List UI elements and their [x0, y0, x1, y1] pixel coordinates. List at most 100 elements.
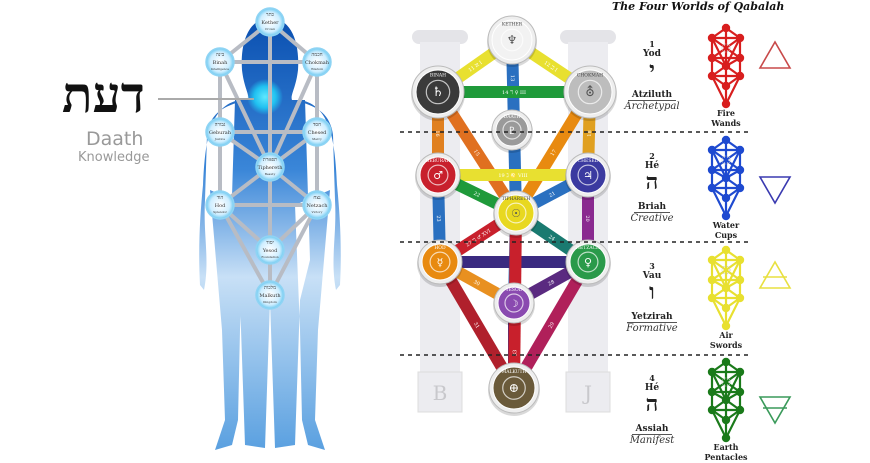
sephirah-hebrew: נצח [313, 195, 321, 201]
path-label: 33 [512, 350, 518, 356]
sephirah-name: Tiphereth [258, 165, 284, 171]
world-name: Atziluth [627, 90, 677, 102]
world-atziluth: 1 Yod י Atziluth Archetypal [622, 39, 682, 112]
node-name: BINAH [430, 72, 446, 78]
daath-meaning: Knowledge [78, 150, 150, 165]
mini-tree-of-life-icon [707, 357, 745, 443]
planet-symbol-icon: ⊕ [509, 380, 519, 395]
planet-symbol-icon: ⛢ [585, 85, 595, 100]
sephirah-name: Binah [213, 60, 228, 66]
planet-symbol-icon: ♆ [507, 33, 518, 47]
planet-symbol-icon: ☉ [511, 207, 521, 220]
planet-symbol-icon: ☽ [510, 299, 519, 310]
node-name: CHOKMAH [577, 72, 603, 78]
element-name: Water [712, 220, 740, 230]
sephirah-meaning: Wisdom [311, 67, 323, 71]
sephirah-hebrew: גבורה [215, 122, 226, 128]
element-name: Earth [713, 442, 739, 452]
body-path-line [218, 61, 272, 168]
tree-node-malkuth: MALKUTH ⊕ [488, 362, 540, 416]
tree-node-yesod: YESOD ☽ [493, 282, 535, 326]
path-label: 16 [434, 130, 440, 136]
path-label: 30 [472, 279, 480, 287]
path-label: 19 ℷ ♌ VIII [498, 172, 527, 179]
node-name: NETZACH [576, 245, 600, 251]
path-label: 17 [550, 149, 558, 158]
sephirah-name: Kether [261, 20, 279, 26]
sephirah-name: Netzach [307, 203, 329, 209]
world-description: Formative [626, 323, 678, 335]
path-label: 15 [472, 149, 480, 158]
world-dividers [400, 131, 750, 356]
world-hebrew-letter: ה [645, 169, 659, 195]
node-name: YESOD [505, 287, 523, 293]
world-hebrew-letter: ה [645, 391, 659, 417]
sephirah-hebrew: הוד [217, 195, 224, 201]
tree-node-geburah: GEBURAH ♂ [415, 152, 461, 200]
world-assiah: 4 Hé ה Assiah Manifest [622, 373, 682, 446]
path-label: 20 [584, 215, 590, 221]
body-path-line [268, 204, 319, 296]
path-label: 22 [472, 191, 480, 199]
path-label: 13 [509, 75, 515, 82]
element-name: Fire [716, 108, 736, 118]
tree-node-netzach: NETZACH ♀ [565, 239, 611, 287]
tarot-suit: Swords [709, 340, 743, 351]
path-label: 31 [472, 321, 480, 330]
world-description: Creative [630, 213, 674, 225]
sephirah-hebrew: כתר [266, 12, 275, 18]
element-water-triangle-icon [758, 176, 792, 205]
planet-symbol-icon: ♀ [584, 256, 592, 269]
path-label: 14 ℸ ♀ III [502, 90, 526, 96]
sephirah-name: Hod [215, 203, 226, 209]
daath-hebrew: דעת [62, 65, 145, 124]
world-name: Briah [633, 202, 671, 214]
mini-tree-of-life-icon [707, 23, 745, 109]
world-letter: Hé [644, 161, 660, 171]
tree-node-tiphareth: TIPHARETH☉ [493, 190, 539, 238]
tarot-suit: Wands [711, 118, 741, 129]
sephirah-name: Chesed [308, 130, 328, 136]
element-air-triangle-icon [758, 260, 792, 289]
world-description: Archetypal [624, 101, 680, 113]
world-number: 1 [649, 39, 655, 49]
sephirah-name: Yesod [262, 248, 278, 254]
node-name: MALKUTH [502, 369, 527, 375]
world-letter: Yod [643, 49, 661, 59]
mini-tree-of-life-icon [707, 245, 745, 331]
world-number: 2 [649, 151, 655, 161]
world-number: 4 [649, 373, 655, 383]
path-label: 29 [548, 321, 556, 330]
world-description: Manifest [629, 435, 675, 447]
world-letter: Vau [642, 271, 662, 281]
sephirah-hebrew: חכמה [311, 52, 322, 58]
element-name: Air [719, 330, 733, 340]
world-name: Yetzirah [627, 312, 677, 324]
node-name: GEBURAH [426, 158, 451, 164]
body-path-line [268, 61, 319, 168]
planet-symbol-icon: ♂ [433, 169, 443, 182]
world-number: 3 [649, 261, 655, 271]
sephirah-hebrew: יסוד [266, 240, 275, 246]
sephirah-meaning: Beauty [265, 172, 276, 176]
path-label: 18 [587, 130, 593, 137]
tarot-suit: Cups [714, 230, 738, 241]
daath-pointer-line [158, 98, 254, 100]
tarot-suit: Pentacles [704, 452, 748, 463]
tree-node-binah: BINAH♄ [411, 65, 465, 121]
element-fire-triangle-icon [758, 40, 792, 69]
sephirah-meaning: Justice [214, 137, 226, 141]
sephirah-name: Malkuth [259, 293, 281, 299]
sephirah-name: Chokmah [305, 60, 330, 66]
world-hebrew-letter: ו [649, 279, 655, 305]
node-name: KETHER [502, 22, 523, 28]
